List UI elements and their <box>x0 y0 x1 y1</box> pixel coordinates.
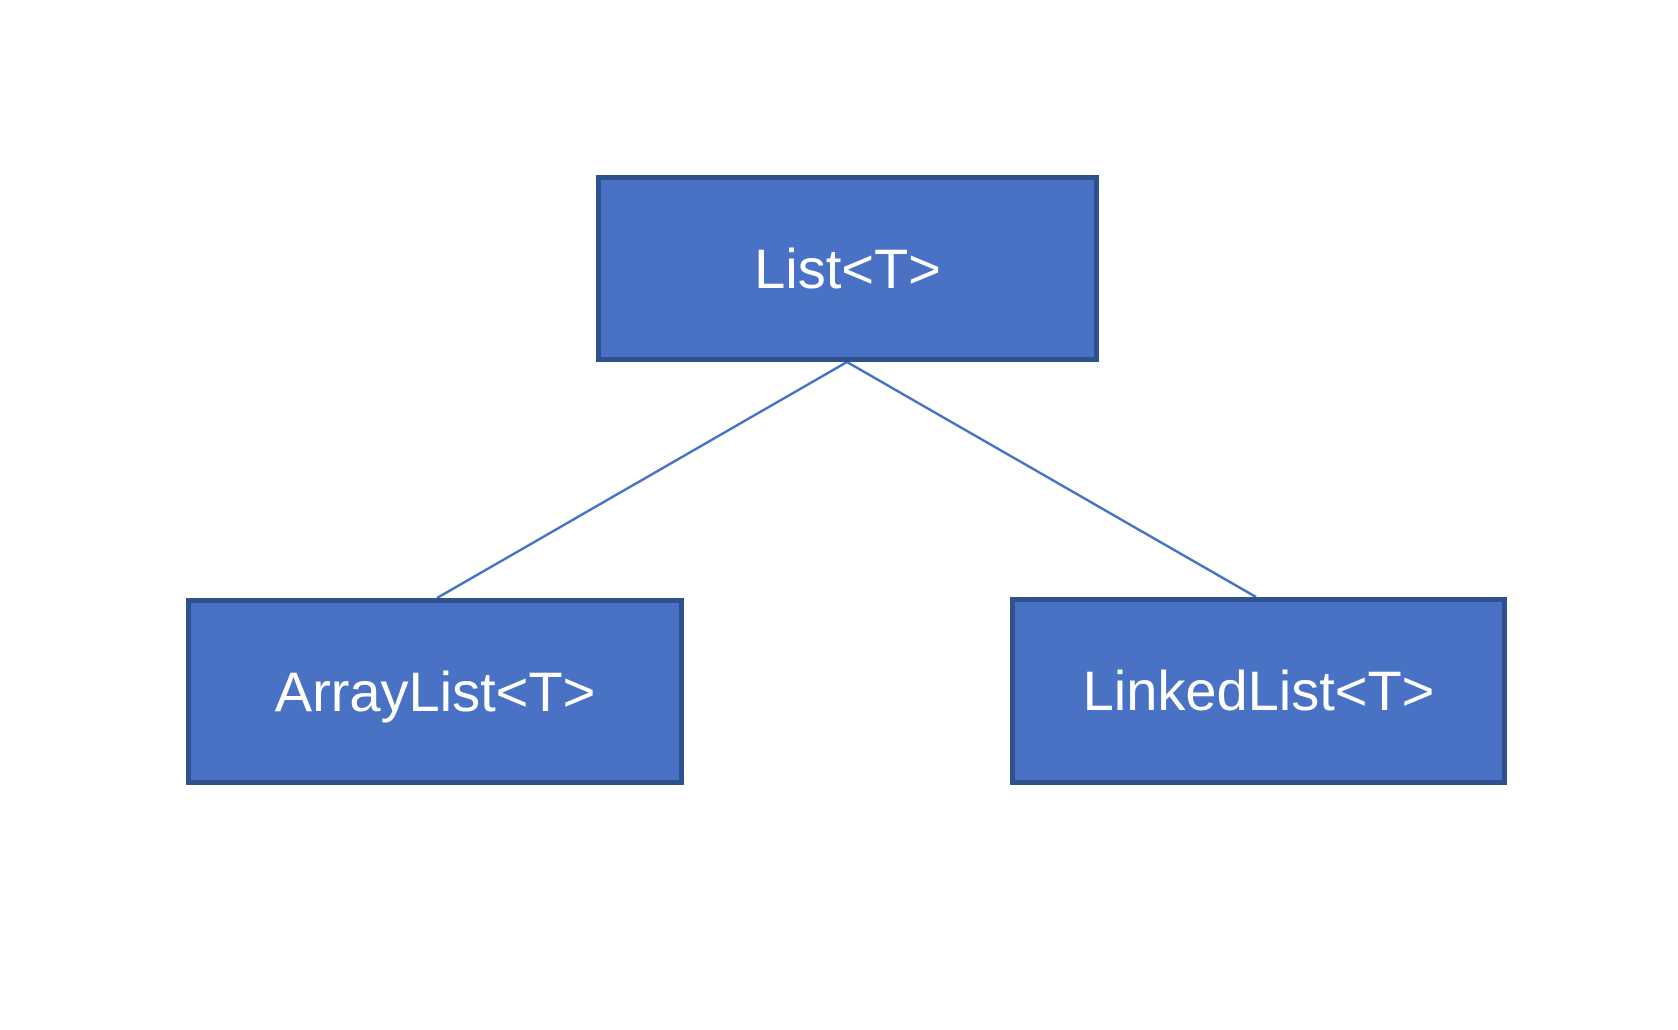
node-arraylist-label: ArrayList<T> <box>274 659 596 723</box>
edge-list-linkedlist <box>846 360 1257 599</box>
node-list-label: List<T> <box>754 236 941 300</box>
edge-list-arraylist <box>436 360 848 600</box>
node-linkedlist-label: LinkedList<T> <box>1082 659 1435 722</box>
node-linkedlist: LinkedList<T> <box>1010 597 1507 785</box>
node-list: List<T> <box>596 175 1099 362</box>
node-arraylist: ArrayList<T> <box>186 598 684 785</box>
